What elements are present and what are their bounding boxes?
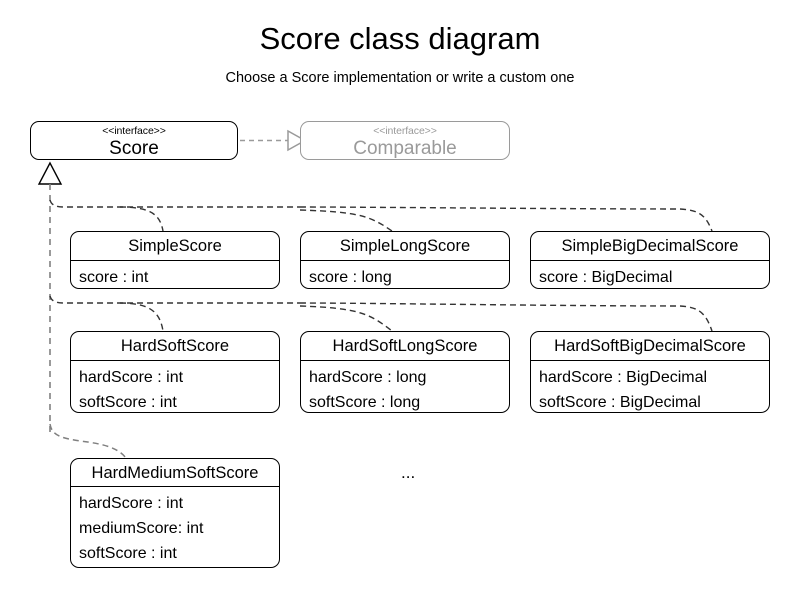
class-name-label: HardMediumSoftScore xyxy=(91,464,259,482)
inheritance-branch-row1-spine2 xyxy=(299,206,681,210)
class-divider xyxy=(531,360,769,361)
class-divider xyxy=(71,260,279,261)
class-box-simple-score[interactable]: SimpleScore score : int xyxy=(70,231,280,289)
class-box-simple-long-score[interactable]: SimpleLongScore score : long xyxy=(300,231,510,289)
class-name-header: SimpleBigDecimalScore xyxy=(531,232,769,260)
inheritance-branch-hardmediumsoftscore xyxy=(49,423,127,459)
class-box-hard-soft-big-decimal-score[interactable]: HardSoftBigDecimalScore hardScore : BigD… xyxy=(530,331,770,413)
page-title: Score class diagram xyxy=(259,21,541,56)
class-name-header: HardSoftLongScore xyxy=(301,332,509,360)
inheritance-branch-hardsoftscore xyxy=(119,302,164,332)
inheritance-branch-hardsoftbigdecimalscore xyxy=(679,305,713,332)
class-box-hard-soft-score[interactable]: HardSoftScore hardScore : int softScore … xyxy=(70,331,280,413)
class-attributes: score : BigDecimal xyxy=(531,261,769,288)
interface-header-score: <<interface>> Score xyxy=(31,122,237,159)
stereotype-label: <<interface>> xyxy=(102,125,166,137)
class-divider xyxy=(301,360,509,361)
class-box-simple-big-decimal-score[interactable]: SimpleBigDecimalScore score : BigDecimal xyxy=(530,231,770,289)
class-attributes: hardScore : long softScore : long xyxy=(301,361,509,412)
class-name-label: HardSoftScore xyxy=(120,337,230,355)
class-name-header: HardSoftBigDecimalScore xyxy=(531,332,769,360)
generalization-triangle-icon xyxy=(37,161,63,185)
class-divider xyxy=(71,360,279,361)
attribute-row: softScore : BigDecimal xyxy=(539,394,701,411)
interface-header-comparable: <<interface>> Comparable xyxy=(301,122,509,159)
attribute-row: mediumScore: int xyxy=(79,520,204,537)
class-name-header: HardSoftScore xyxy=(71,332,279,360)
class-name-label: SimpleScore xyxy=(128,237,222,255)
class-attributes: hardScore : BigDecimal softScore : BigDe… xyxy=(531,361,769,412)
class-name-header: HardMediumSoftScore xyxy=(71,459,279,486)
interface-name-score: Score xyxy=(109,138,159,159)
interface-name-comparable: Comparable xyxy=(353,138,457,159)
attribute-row: score : long xyxy=(309,269,392,286)
class-attributes: score : int xyxy=(71,261,279,288)
interface-box-comparable[interactable]: <<interface>> Comparable xyxy=(300,121,510,160)
class-box-hard-soft-long-score[interactable]: HardSoftLongScore hardScore : long softS… xyxy=(300,331,510,413)
page-subtitle: Choose a Score implementation or write a… xyxy=(225,70,575,86)
class-name-label: HardSoftBigDecimalScore xyxy=(554,337,746,355)
class-attributes: score : long xyxy=(301,261,509,288)
inheritance-branch-row2-spine xyxy=(49,295,300,304)
class-attributes: hardScore : int softScore : int xyxy=(71,361,279,412)
attribute-row: hardScore : BigDecimal xyxy=(539,369,708,386)
class-divider xyxy=(71,486,279,487)
class-attributes: hardScore : int mediumScore: int softSco… xyxy=(71,487,279,566)
attribute-row: softScore : int xyxy=(79,545,177,562)
inheritance-branch-simplelongscore xyxy=(299,209,393,232)
class-name-header: SimpleScore xyxy=(71,232,279,260)
class-divider xyxy=(301,260,509,261)
class-box-hard-medium-soft-score[interactable]: HardMediumSoftScore hardScore : int medi… xyxy=(70,458,280,568)
inheritance-branch-simplescore xyxy=(119,206,164,232)
attribute-row: hardScore : int xyxy=(79,495,184,512)
attribute-row: hardScore : int xyxy=(79,369,184,386)
attribute-row: softScore : long xyxy=(309,394,421,411)
class-name-label: HardSoftLongScore xyxy=(332,337,478,355)
inheritance-branch-simplebigdecimalscore xyxy=(679,208,713,232)
inheritance-branch-row2-spine2 xyxy=(299,302,681,307)
attribute-row: hardScore : long xyxy=(309,369,427,386)
attribute-row: score : BigDecimal xyxy=(539,269,673,286)
interface-box-score[interactable]: <<interface>> Score xyxy=(30,121,238,160)
stereotype-label: <<interface>> xyxy=(373,125,437,137)
inheritance-branch-row1-spine xyxy=(49,199,300,208)
class-divider xyxy=(531,260,769,261)
attribute-row: softScore : int xyxy=(79,394,177,411)
class-name-label: SimpleLongScore xyxy=(339,237,471,255)
inheritance-branch-hardsoftlongscore xyxy=(299,305,393,332)
class-name-header: SimpleLongScore xyxy=(301,232,509,260)
more-classes-ellipsis: ... xyxy=(401,463,416,482)
class-name-label: SimpleBigDecimalScore xyxy=(561,237,739,255)
attribute-row: score : int xyxy=(79,269,149,286)
